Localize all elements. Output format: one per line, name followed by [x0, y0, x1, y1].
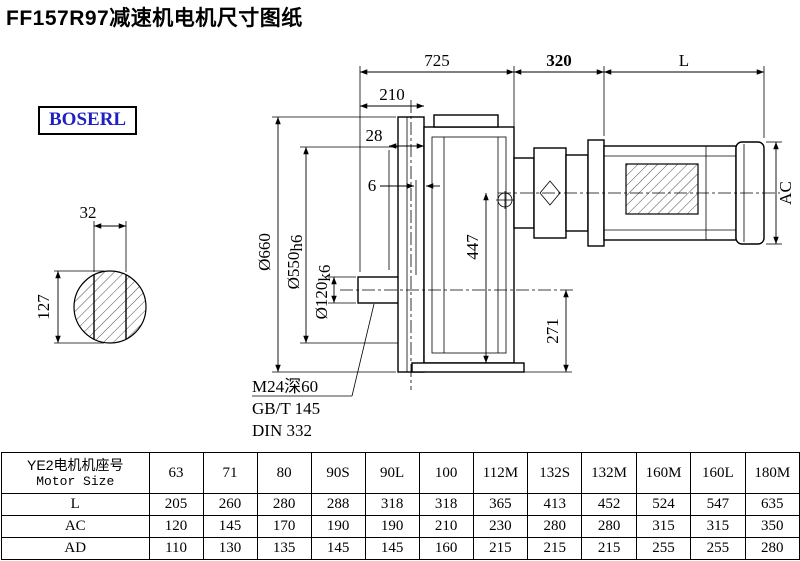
- dim-127-label: 127: [34, 294, 53, 320]
- table-row-AD: AD 110 130 135 145 145 160 215 215 215 2…: [1, 537, 800, 560]
- col-header: 112M: [472, 452, 529, 494]
- motor-stator-hatch: [625, 163, 699, 215]
- col-header: 63: [148, 452, 204, 494]
- note-thread: M24深60: [252, 377, 318, 396]
- motor-size-table: YE2电机机座号 Motor Size 63 71 80 90S 90L 100…: [1, 452, 800, 560]
- dia-120-label: Ø120k6: [312, 265, 334, 320]
- cell: 255: [635, 537, 692, 560]
- cell: 280: [527, 515, 583, 538]
- col-header: 80: [256, 452, 312, 494]
- cell: 365: [472, 493, 529, 516]
- cell: 255: [690, 537, 746, 560]
- dim-6-label: 6: [368, 176, 377, 195]
- cell: 547: [690, 493, 746, 516]
- col-header: 132S: [527, 452, 583, 494]
- cell: 524: [635, 493, 692, 516]
- shaft-end-view: 32 127: [34, 203, 147, 344]
- cell: 110: [148, 537, 204, 560]
- cell: 215: [581, 537, 637, 560]
- top-dimensions: 725 320 L 210 28 6: [359, 51, 765, 275]
- row-label-L: L: [1, 493, 150, 516]
- gearbox-outline: [340, 100, 780, 390]
- cell: 315: [690, 515, 746, 538]
- cell: 130: [202, 537, 258, 560]
- cell: 230: [472, 515, 529, 538]
- table-header-row: YE2电机机座号 Motor Size 63 71 80 90S 90L 100…: [1, 452, 800, 494]
- vertical-dimensions: 447 271 AC: [463, 141, 795, 373]
- cell: 120: [148, 515, 204, 538]
- cell: 413: [527, 493, 583, 516]
- cell: 280: [256, 493, 312, 516]
- cell: 215: [527, 537, 583, 560]
- brand-logo: BOSERL: [38, 106, 138, 135]
- page-title: FF157R97减速机电机尺寸图纸: [6, 7, 303, 30]
- cell: 635: [744, 493, 800, 516]
- dia-550-label: Ø550h6: [284, 235, 306, 290]
- col-header: 160M: [635, 452, 692, 494]
- dim-320-label: 320: [546, 51, 572, 70]
- row-label-AD: AD: [1, 537, 150, 560]
- cell: 350: [744, 515, 800, 538]
- cell: 260: [202, 493, 258, 516]
- col-header: 100: [418, 452, 474, 494]
- note-gbt: GB/T 145: [252, 399, 320, 418]
- cell: 280: [744, 537, 800, 560]
- cell: 135: [256, 537, 312, 560]
- cell: 318: [364, 493, 420, 516]
- col-header: 160L: [690, 452, 746, 494]
- thread-notes: M24深60 GB/T 145 DIN 332: [252, 303, 375, 440]
- cell: 145: [310, 537, 366, 560]
- cell: 170: [256, 515, 312, 538]
- table-row-L: L 205 260 280 288 318 318 365 413 452 52…: [1, 493, 800, 516]
- cell: 190: [310, 515, 366, 538]
- dim-447-label: 447: [463, 234, 482, 260]
- dim-32-label: 32: [80, 203, 97, 222]
- row-label-AC: AC: [1, 515, 150, 538]
- dia-660-label: Ø660: [255, 233, 274, 271]
- table-header-motor-size: YE2电机机座号 Motor Size: [1, 452, 150, 494]
- cell: 318: [418, 493, 474, 516]
- cell: 205: [148, 493, 204, 516]
- col-header: 90S: [310, 452, 366, 494]
- dim-L-label: L: [679, 51, 689, 70]
- dim-28-label: 28: [366, 126, 383, 145]
- col-header: 180M: [744, 452, 800, 494]
- cell: 160: [418, 537, 474, 560]
- cell: 288: [310, 493, 366, 516]
- cell: 452: [581, 493, 637, 516]
- dim-725-label: 725: [424, 51, 450, 70]
- dim-271-label: 271: [543, 318, 562, 344]
- cell: 190: [364, 515, 420, 538]
- cell: 210: [418, 515, 474, 538]
- cell: 145: [364, 537, 420, 560]
- cell: 145: [202, 515, 258, 538]
- cell: 215: [472, 537, 529, 560]
- dim-AC-label: AC: [776, 181, 795, 205]
- cell: 280: [581, 515, 637, 538]
- note-din: DIN 332: [252, 421, 312, 440]
- dimension-drawing: 32 127: [34, 51, 795, 440]
- col-header: 90L: [364, 452, 420, 494]
- col-header: 132M: [581, 452, 637, 494]
- diameter-dimensions: Ø660 Ø550h6 Ø120k6: [255, 116, 398, 373]
- cell: 315: [635, 515, 692, 538]
- col-header: 71: [202, 452, 258, 494]
- table-row-AC: AC 120 145 170 190 190 210 230 280 280 3…: [1, 515, 800, 538]
- dim-210-label: 210: [379, 85, 405, 104]
